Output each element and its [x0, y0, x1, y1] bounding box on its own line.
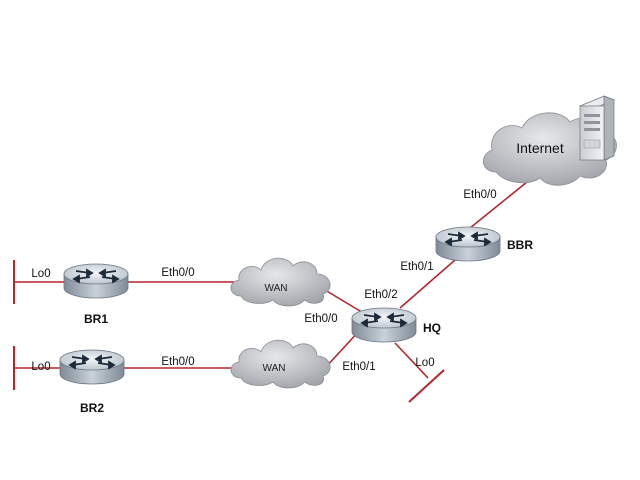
wan-cloud-1-label: WAN — [265, 283, 288, 294]
br1-lo0-label: Lo0 — [31, 268, 50, 280]
server-icon — [579, 95, 615, 161]
wan2-hq-link — [324, 329, 361, 369]
br2-lo0-label: Lo0 — [31, 361, 50, 373]
hq-lo0-bus — [408, 369, 445, 403]
internet-label: Internet — [516, 140, 564, 156]
hq-lo0-link — [394, 342, 429, 379]
hq-name: HQ — [423, 321, 441, 335]
bbr-eth00-label: Eth0/0 — [463, 189, 496, 201]
bbr-eth01-label: Eth0/1 — [400, 261, 433, 273]
hq-eth02-label: Eth0/2 — [364, 289, 397, 301]
bbr-name: BBR — [507, 238, 533, 252]
br2-name: BR2 — [80, 401, 104, 415]
wan-cloud-2-label: WAN — [263, 363, 286, 374]
router-br1 — [63, 263, 129, 299]
router-br2 — [59, 349, 125, 385]
wan-cloud-2: WAN — [230, 339, 331, 389]
hq-bbr-link — [399, 259, 456, 309]
wan1-hq-link — [324, 289, 366, 315]
br1-eth00-label: Eth0/0 — [161, 267, 194, 279]
wan-cloud-1: WAN — [230, 257, 331, 307]
links — [13, 181, 528, 403]
bbr-internet-link — [469, 181, 528, 229]
br2-eth00-label: Eth0/0 — [161, 356, 194, 368]
br1-name: BR1 — [84, 312, 108, 326]
router-bbr — [435, 226, 501, 262]
router-hq — [351, 307, 417, 343]
hq-eth00-label: Eth0/0 — [304, 313, 337, 325]
hq-lo0-label: Lo0 — [415, 357, 434, 369]
hq-eth01-label: Eth0/1 — [342, 361, 375, 373]
